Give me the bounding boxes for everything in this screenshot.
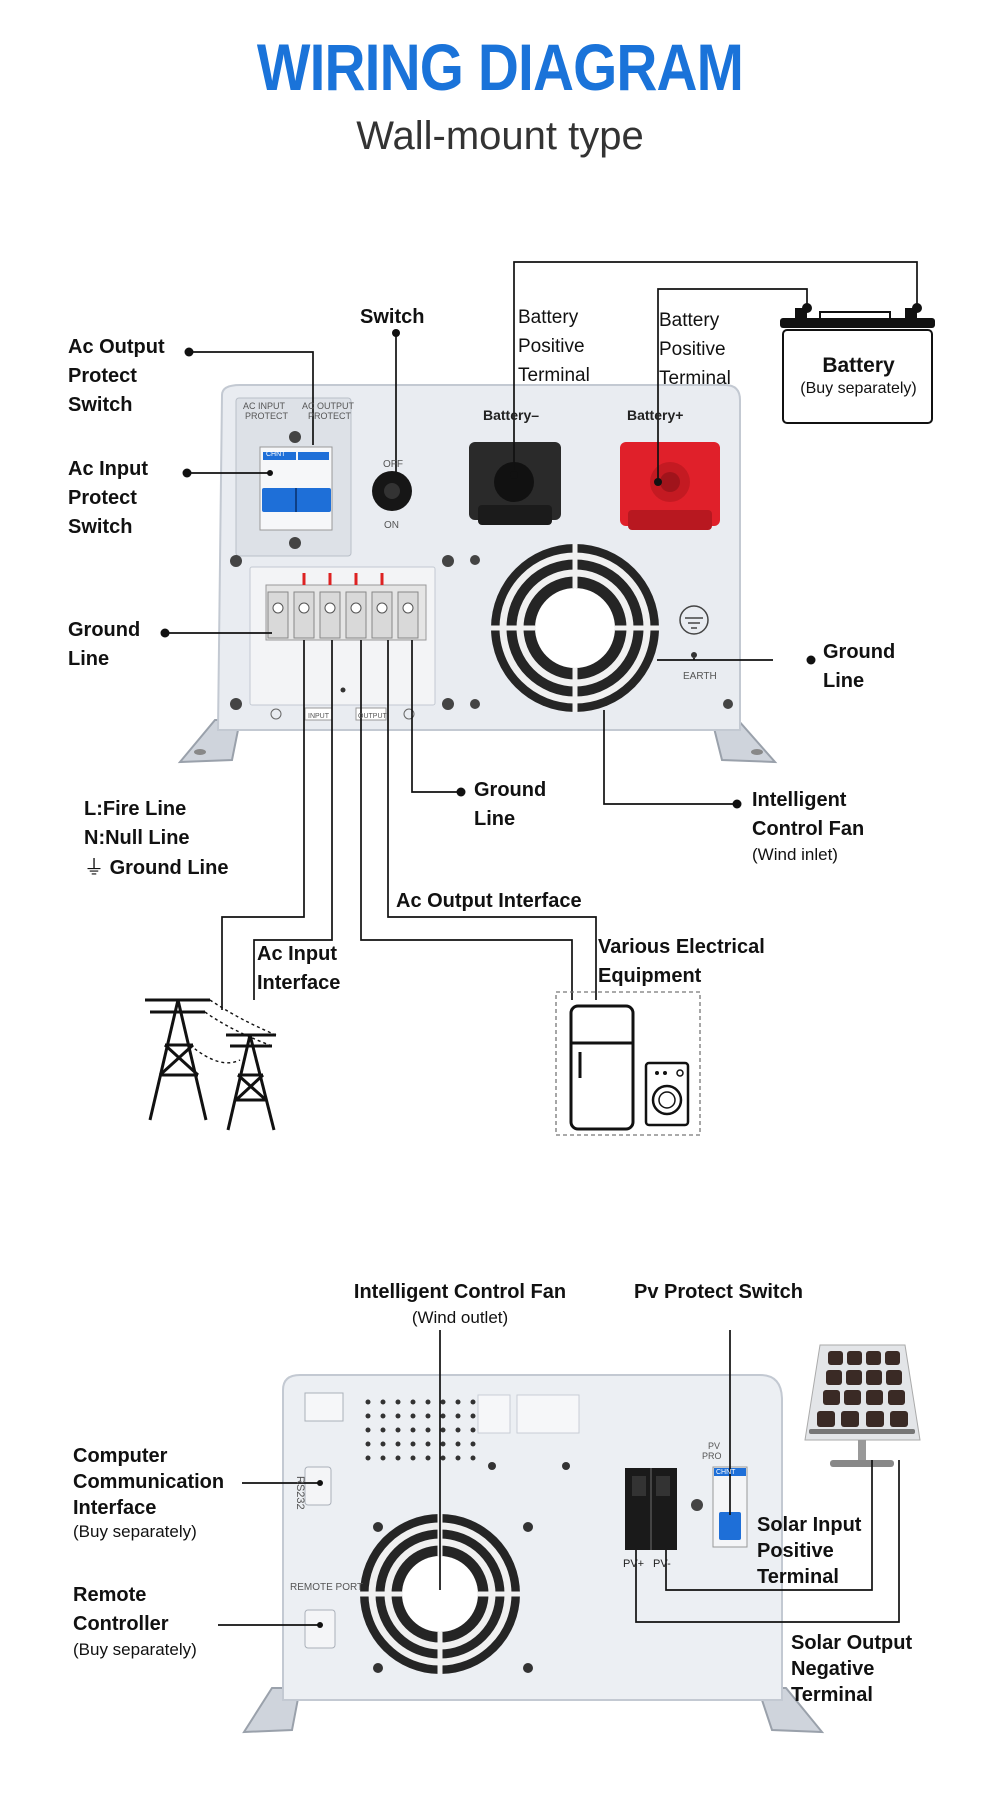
- pv-plus-text: PV+: [623, 1558, 644, 1570]
- brand-text: CHNT: [266, 451, 286, 458]
- legend-null-line: N:Null Line: [84, 827, 190, 849]
- legend-ground-line: ⏚ Ground Line: [84, 855, 229, 879]
- ac-input-protect-switch-label: Ac Input Protect Switch: [68, 458, 148, 538]
- ground-line-center-label: Ground Line: [474, 779, 547, 830]
- earth-text: EARTH: [683, 671, 717, 682]
- page-title: WIRING DIAGRAM: [256, 30, 744, 104]
- ac-output-protect-switch-label: Ac Output Protect Switch: [68, 336, 165, 416]
- off-text: OFF: [383, 459, 403, 470]
- fan-outlet-label: Intelligent Control Fan (Wind outlet): [353, 1281, 567, 1327]
- various-equipment-label: Various Electrical Equipment: [598, 936, 765, 987]
- battery-plus-text: Battery+: [627, 407, 683, 423]
- callout-dots: [160, 303, 922, 809]
- solar-output-negative-label: Solar Output Negative Terminal: [791, 1632, 913, 1706]
- battery-note: (Buy separately): [800, 380, 917, 397]
- battery-terminal-label-2: Battery Positive Terminal: [659, 310, 731, 389]
- front-inverter: [177, 384, 778, 764]
- pv-pro-text-2: PRO: [702, 1451, 722, 1461]
- battery-title: Battery: [822, 354, 895, 377]
- pv-pro-text: PV: [708, 1441, 720, 1451]
- ac-input-interface-label: Ac Input Interface: [257, 943, 341, 994]
- appliances-icon: [555, 991, 701, 1136]
- line-legend: L:Fire Line N:Null Line ⏚ Ground Line: [84, 795, 228, 883]
- solar-input-positive-label: Solar Input Positive Terminal: [757, 1514, 862, 1588]
- legend-fire-line: L:Fire Line: [84, 798, 187, 820]
- pv-brand-text: CHNT: [716, 1469, 736, 1476]
- ground-line-left-label: Ground Line: [68, 619, 141, 670]
- ac-input-protect-text: AC INPUT: [243, 401, 286, 411]
- solar-panel-icon: [804, 1344, 921, 1467]
- device-small-text: AC INPUT PROTECT AC OUTPUT PROTECT OFF O…: [243, 401, 736, 1593]
- ac-output-protect-text: AC OUTPUT: [302, 401, 355, 411]
- intelligent-fan-inlet-label: Intelligent Control Fan (Wind inlet): [752, 789, 865, 864]
- ac-input-protect-text-2: PROTECT: [245, 411, 289, 421]
- front-connector-lines: [165, 261, 918, 1010]
- output-text: OUTPUT: [358, 713, 388, 720]
- ground-line-right-label: Ground Line: [823, 641, 896, 692]
- ac-output-protect-text-2: PROTECT: [308, 411, 352, 421]
- ac-output-interface-label: Ac Output Interface: [396, 890, 582, 912]
- rs232-text: RS232: [294, 1476, 306, 1510]
- page-subtitle: Wall-mount type: [356, 114, 644, 158]
- battery-minus-text: Battery–: [483, 407, 539, 423]
- battery-label: Battery (Buy separately): [783, 353, 934, 399]
- pv-protect-switch-label: Pv Protect Switch: [634, 1281, 803, 1303]
- computer-interface-label: Computer Communication Interface (Buy se…: [73, 1445, 225, 1541]
- power-towers-icon: [145, 998, 276, 1131]
- battery-terminal-label-1: Battery Positive Terminal: [518, 307, 590, 386]
- remote-controller-label: Remote Controller (Buy separately): [73, 1584, 197, 1659]
- remote-port-text: REMOTE PORT: [290, 1582, 363, 1593]
- input-text: INPUT: [308, 713, 330, 720]
- back-inverter: [242, 1374, 825, 1734]
- on-text: ON: [384, 520, 399, 531]
- back-connector-lines: [218, 1330, 900, 1626]
- battery-icon: [780, 308, 935, 424]
- switch-label: Switch: [360, 306, 425, 328]
- pv-minus-text: PV-: [653, 1558, 671, 1570]
- ground-symbol-icon: ⏚: [84, 855, 104, 879]
